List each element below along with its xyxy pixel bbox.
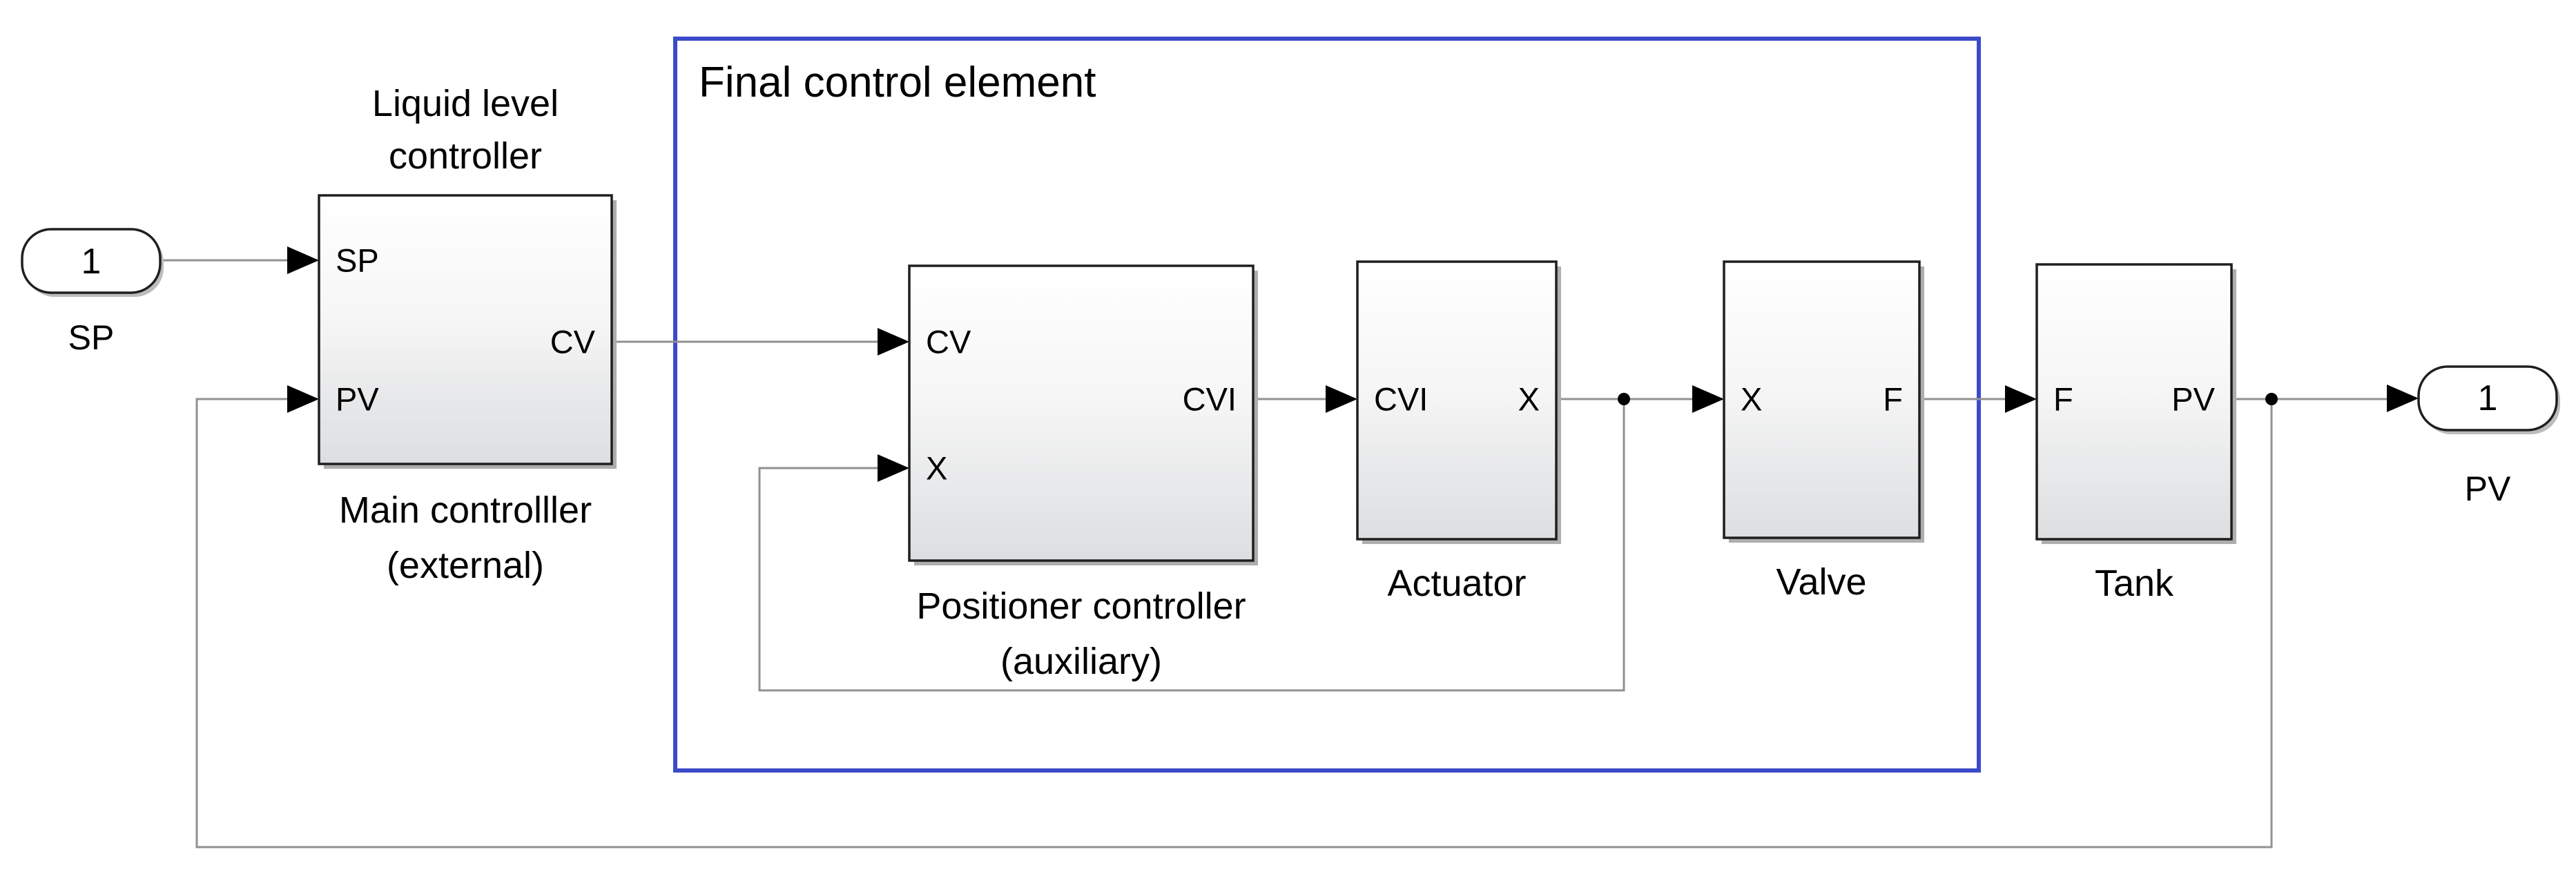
arrowhead-pv-into-outport	[2387, 385, 2419, 412]
outport-pv-label[interactable]: PV	[2465, 469, 2511, 508]
tank-port-in-f: F	[2053, 381, 2073, 418]
positioner-caption-line1[interactable]: Positioner controller	[916, 585, 1246, 627]
wire-pv-feedback[interactable]	[195, 398, 2273, 848]
block-tank[interactable]: F PV Tank	[2035, 263, 2236, 604]
wire-x-feedback[interactable]	[758, 399, 1625, 692]
main-caption-line1[interactable]: Main controlller	[339, 489, 592, 531]
block-valve[interactable]: X F Valve	[1723, 260, 1924, 603]
main-caption-line2[interactable]: (external)	[387, 545, 544, 586]
arrowhead-f-into-tank	[2005, 385, 2037, 413]
arrowhead-sp-into-main	[287, 246, 319, 274]
positioner-port-in-cv: CV	[926, 324, 971, 360]
main-port-out-cv: CV	[550, 324, 596, 360]
positioner-block-body[interactable]	[908, 264, 1255, 562]
tank-port-out-pv: PV	[2171, 381, 2215, 418]
positioner-caption-line2[interactable]: (auxiliary)	[1000, 641, 1162, 682]
arrowhead-x-into-valve	[1692, 385, 1724, 413]
valve-port-in-x: X	[1741, 381, 1762, 418]
main-annotation-line2[interactable]: controller	[389, 135, 542, 177]
arrowhead-cvi-into-actuator	[1326, 385, 1357, 413]
actuator-block-body[interactable]	[1356, 260, 1558, 541]
outport-pv-oval[interactable]	[2417, 365, 2558, 431]
block-main-controller[interactable]: Liquid level controller SP PV CV Main co…	[318, 83, 617, 586]
arrowhead-cv-into-positioner	[878, 328, 909, 356]
valve-port-out-f: F	[1883, 381, 1903, 418]
positioner-port-in-x: X	[926, 450, 947, 487]
valve-caption[interactable]: Valve	[1776, 561, 1866, 603]
actuator-port-out-x: X	[1518, 381, 1540, 418]
outport-pv[interactable]: 1 PV	[2417, 365, 2560, 508]
arrowhead-pv-into-main	[287, 385, 319, 413]
actuator-port-in-cvi: CVI	[1374, 381, 1428, 418]
area-final-control-element[interactable]: Final control element	[673, 37, 1981, 773]
branch-dot-pv-signal	[2265, 393, 2278, 405]
valve-block-body[interactable]	[1723, 260, 1921, 539]
inport-sp-oval[interactable]	[21, 228, 162, 294]
actuator-caption[interactable]: Actuator	[1387, 563, 1526, 604]
main-block-body[interactable]	[318, 194, 613, 465]
positioner-port-out-cvi: CVI	[1183, 381, 1237, 418]
area-border[interactable]	[673, 37, 1981, 773]
area-title[interactable]: Final control element	[699, 59, 1096, 106]
main-port-in-sp: SP	[336, 242, 379, 279]
tank-caption[interactable]: Tank	[2095, 563, 2174, 604]
branch-dot-x-signal	[1618, 393, 1630, 405]
tank-block-body[interactable]	[2035, 263, 2233, 541]
arrowhead-x-into-positioner	[878, 454, 909, 482]
block-positioner-controller[interactable]: CV X CVI Positioner controller (auxiliar…	[908, 264, 1258, 682]
inport-sp[interactable]: 1 SP	[21, 228, 164, 357]
inport-sp-label[interactable]: SP	[68, 318, 115, 357]
main-annotation-line1[interactable]: Liquid level	[372, 83, 559, 124]
main-port-in-pv: PV	[336, 381, 379, 418]
block-actuator[interactable]: CVI X Actuator	[1356, 260, 1561, 604]
inport-sp-number: 1	[81, 242, 101, 282]
outport-pv-number: 1	[2478, 378, 2498, 418]
